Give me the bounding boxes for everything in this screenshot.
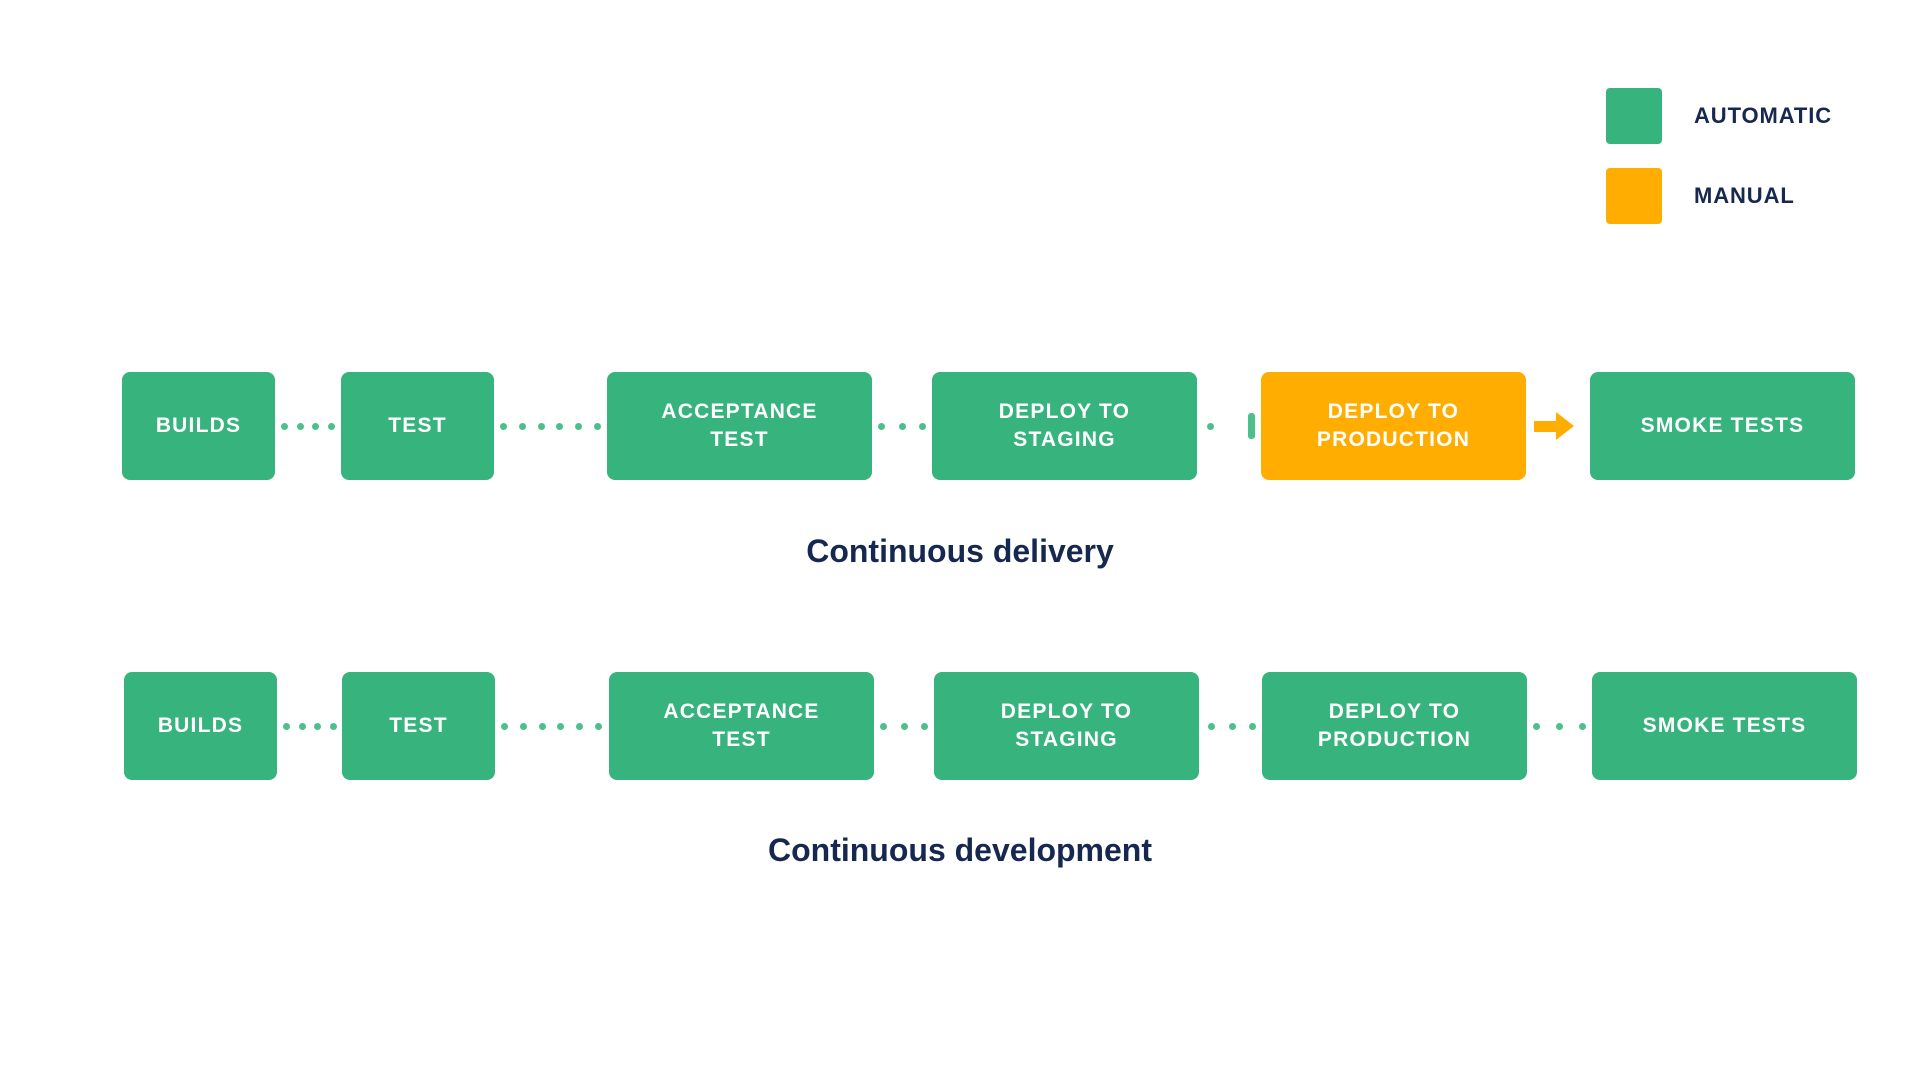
connector-dot-icon	[880, 722, 887, 730]
connector-dot-icon	[1579, 722, 1586, 730]
arrow-head	[1556, 412, 1574, 440]
connector-dot-icon	[921, 722, 928, 730]
connector-dot-icon	[1228, 722, 1236, 730]
connector-dot-icon	[283, 722, 290, 730]
pipeline-row: BUILDS TEST ACCEPTANCE TEST DEPLOY TO STAGI…	[0, 672, 1920, 780]
stage-label: ACCEPTANCE TEST	[663, 699, 820, 751]
stage-deploy-to-staging[interactable]: DEPLOY TO STAGING	[934, 672, 1199, 780]
stage-label: TEST	[388, 413, 447, 437]
connector-dot-icon	[594, 722, 602, 730]
connector-dot-icon	[501, 722, 508, 730]
pipeline-row: BUILDS TEST ACCEPTANCE TEST DEPLOY TO STAGI…	[0, 372, 1920, 480]
dotted-connector-3	[880, 672, 928, 780]
stage-deploy-to-production[interactable]: DEPLOY TO PRODUCTION	[1262, 672, 1527, 780]
connector-dot-icon	[898, 422, 906, 430]
stage-builds[interactable]: BUILDS	[124, 672, 277, 780]
connector-dot-icon	[1556, 722, 1563, 730]
caption-continuous-delivery: Continuous delivery	[806, 533, 1114, 569]
connector-dot-icon	[1533, 722, 1540, 730]
arrow-shaft	[1534, 420, 1556, 432]
dotted-connector-2	[501, 672, 602, 780]
legend: AUTOMATIC MANUAL	[1606, 88, 1832, 248]
stage-label: BUILDS	[155, 413, 242, 437]
stage-builds[interactable]: BUILDS	[122, 372, 275, 480]
stage-acceptance-test[interactable]: ACCEPTANCE TEST	[609, 672, 874, 780]
connector-dot-icon	[296, 422, 304, 430]
stage-label: DEPLOY TO STAGING	[998, 399, 1131, 451]
dotted-connector-1	[281, 372, 335, 480]
connector-dot-icon	[1249, 722, 1256, 730]
stage-label: SMOKE TESTS	[1642, 713, 1807, 737]
pipeline-continuous-delivery: BUILDS TEST ACCEPTANCE TEST DEPLOY TO STAGI…	[0, 372, 1920, 480]
stage-acceptance-test[interactable]: ACCEPTANCE TEST	[607, 372, 872, 480]
stage-test[interactable]: TEST	[341, 372, 494, 480]
stage-smoke-tests[interactable]: SMOKE TESTS	[1590, 372, 1855, 480]
stage-label: DEPLOY TO PRODUCTION	[1316, 399, 1471, 451]
stage-smoke-tests[interactable]: SMOKE TESTS	[1592, 672, 1857, 780]
connector-dot-icon	[538, 722, 546, 730]
stage-label: ACCEPTANCE TEST	[661, 399, 818, 451]
legend-item-manual: MANUAL	[1606, 168, 1832, 224]
green-square-swatch-icon	[1606, 88, 1662, 144]
connector-dot-icon	[575, 422, 583, 430]
legend-item-automatic: AUTOMATIC	[1606, 88, 1832, 144]
connector-dot-icon	[281, 422, 288, 430]
stage-test[interactable]: TEST	[342, 672, 495, 780]
dotted-connector-4	[1208, 672, 1256, 780]
dotted-connector-5	[1533, 672, 1586, 780]
legend-label-automatic: AUTOMATIC	[1694, 103, 1833, 128]
orange-square-swatch-icon	[1606, 168, 1662, 224]
connector-dot-icon	[327, 422, 335, 430]
connector-dot-icon	[537, 422, 545, 430]
stage-label: DEPLOY TO STAGING	[1000, 699, 1133, 751]
arrow-connector-icon	[1534, 372, 1584, 480]
pipeline-continuous-development: BUILDS TEST ACCEPTANCE TEST DEPLOY TO STAGI…	[0, 672, 1920, 780]
dotted-connector-1	[283, 672, 337, 780]
connector-dot-icon	[1208, 722, 1215, 730]
connector-dot-icon	[519, 722, 527, 730]
connector-dot-icon	[556, 422, 564, 430]
stage-deploy-to-staging[interactable]: DEPLOY TO STAGING	[932, 372, 1197, 480]
stage-label: TEST	[389, 713, 448, 737]
stage-label: DEPLOY TO PRODUCTION	[1317, 699, 1472, 751]
stage-label: SMOKE TESTS	[1640, 413, 1805, 437]
connector-dot-icon	[576, 722, 584, 730]
connector-dot-icon	[900, 722, 908, 730]
dotted-connector-4	[1207, 372, 1255, 480]
connector-dot-icon	[312, 422, 320, 430]
connector-dot-icon	[500, 422, 507, 430]
connector-bar-icon	[1248, 413, 1255, 439]
connector-dot-icon	[919, 422, 926, 430]
connector-dot-icon	[878, 422, 885, 430]
connector-dot-icon	[518, 422, 526, 430]
stage-deploy-to-production[interactable]: DEPLOY TO PRODUCTION	[1261, 372, 1526, 480]
connector-dot-icon	[314, 722, 322, 730]
connector-dot-icon	[298, 722, 306, 730]
legend-label-manual: MANUAL	[1694, 183, 1795, 208]
connector-dot-icon	[329, 722, 337, 730]
dotted-connector-3	[878, 372, 926, 480]
dotted-connector-2	[500, 372, 601, 480]
connector-dot-icon	[557, 722, 565, 730]
stage-label: BUILDS	[157, 713, 244, 737]
caption-continuous-development: Continuous development	[768, 832, 1152, 868]
connector-dot-icon	[593, 422, 601, 430]
connector-dot-icon	[1207, 422, 1214, 430]
